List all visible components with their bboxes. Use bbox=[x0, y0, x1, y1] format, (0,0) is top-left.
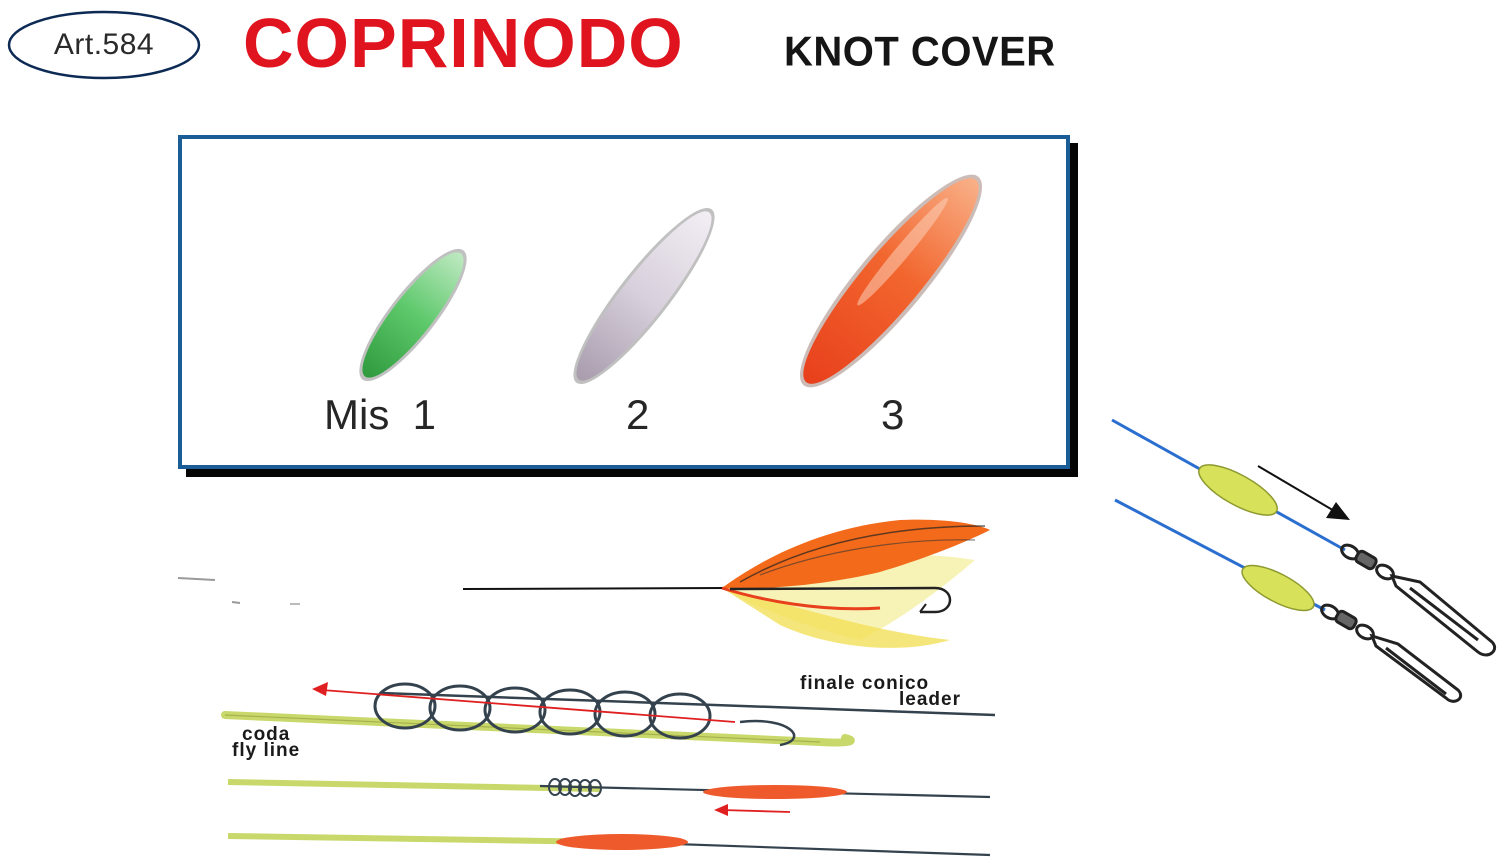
knot-cover-size-2 bbox=[573, 207, 715, 385]
size-label-1: Mis 1 bbox=[324, 391, 437, 438]
size-label-2: 2 bbox=[626, 391, 650, 438]
leader-label-en: leader bbox=[899, 689, 961, 710]
swivel-cover-lower bbox=[1241, 564, 1315, 612]
fly-line bbox=[221, 711, 855, 747]
leader-line bbox=[379, 691, 996, 717]
leader-label-it: finale conico bbox=[800, 673, 930, 694]
knot-cover-installed bbox=[556, 834, 688, 850]
knot-coils-icon bbox=[373, 682, 712, 740]
product-title: COPRINODO bbox=[243, 4, 684, 82]
swivel-cover-upper bbox=[1198, 464, 1278, 516]
product-subtitle: KNOT COVER bbox=[784, 28, 1056, 76]
article-badge-outline bbox=[7, 10, 201, 80]
knot-cover-sliding bbox=[703, 785, 847, 799]
tied-knot bbox=[548, 778, 602, 797]
size-label-3: 3 bbox=[881, 391, 905, 438]
knot-cover-size-1 bbox=[359, 248, 467, 382]
fly-line-label-en: fly line bbox=[232, 740, 301, 761]
fly-line-label-it: coda bbox=[242, 724, 291, 745]
article-code: Art.584 bbox=[53, 28, 155, 61]
knot-cover-size-3 bbox=[799, 174, 983, 388]
